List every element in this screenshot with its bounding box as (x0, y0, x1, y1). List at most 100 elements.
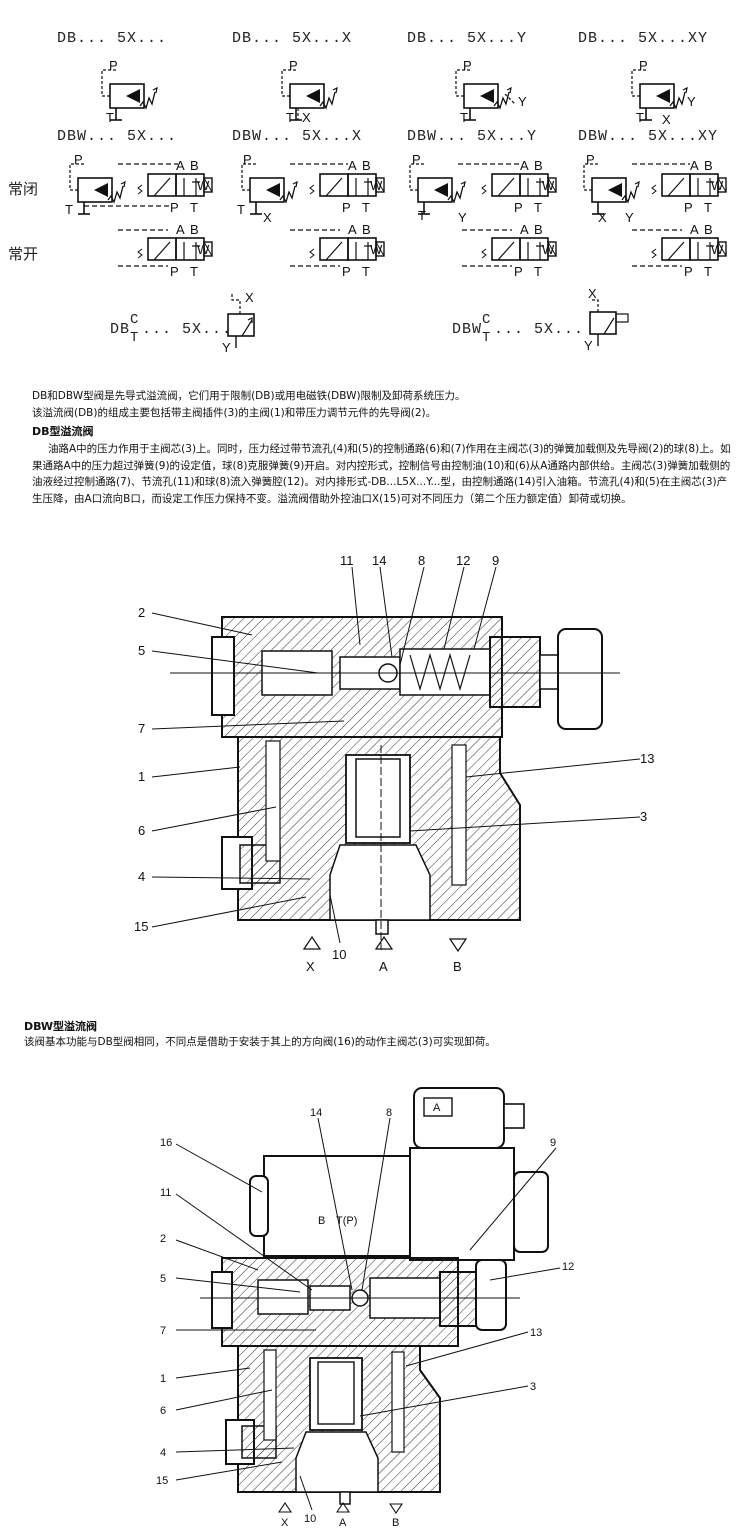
svg-text:W: W (542, 178, 555, 193)
svg-text:B: B (534, 222, 543, 237)
fig2-callout-1: 1 (160, 1373, 166, 1385)
fig2-callout-10: 10 (304, 1513, 316, 1525)
svg-text:X: X (302, 110, 311, 125)
svg-text:P: P (170, 200, 179, 215)
svg-text:P: P (463, 58, 472, 73)
fig2-port-b: B (392, 1517, 399, 1529)
svg-text:T: T (65, 202, 73, 217)
fig2-callout-3: 3 (530, 1381, 536, 1393)
svg-text:B: B (704, 222, 713, 237)
svg-text:T: T (237, 202, 245, 217)
fig1-callout-11: 11 (340, 553, 354, 568)
svg-text:Y: Y (584, 338, 593, 353)
db-body: 油路A中的压力作用于主阀芯(3)上。同时，压力经过带节流孔(4)和(5)的控制通… (32, 443, 731, 505)
svg-text:P: P (74, 152, 83, 167)
symbol-code-dbw-x: DBW... 5X...X (232, 128, 363, 145)
svg-text:T: T (106, 110, 114, 125)
fig2-callout-12: 12 (562, 1261, 574, 1273)
fig1-callout-15: 15 (134, 919, 148, 934)
fig2-callout-14: 14 (310, 1107, 322, 1119)
svg-text:B: B (704, 158, 713, 173)
symbol-code-db-xy: DB... 5X...XY (578, 30, 709, 47)
svg-text:A: A (348, 158, 357, 173)
fig1-callout-3: 3 (640, 809, 647, 824)
svg-text:P: P (514, 264, 523, 279)
svg-text:W: W (370, 178, 383, 193)
svg-text:P: P (514, 200, 523, 215)
svg-text:Y: Y (458, 210, 467, 225)
fig1-port-x: X (306, 959, 315, 974)
fig2-port-tp-label: T(P) (336, 1215, 357, 1227)
svg-text:W: W (542, 242, 555, 257)
svg-text:P: P (243, 152, 252, 167)
fig1-callout-6: 6 (138, 823, 145, 838)
normally-open-label: 常开 (8, 245, 39, 263)
svg-text:W: W (711, 242, 724, 257)
svg-text:P: P (109, 58, 118, 73)
fig1-callout-2: 2 (138, 605, 145, 620)
dbw-section-figure: A B T(P) 14 8 16 (156, 1087, 574, 1529)
svg-text:T: T (534, 200, 542, 215)
svg-text:B: B (362, 222, 371, 237)
svg-text:P: P (289, 58, 298, 73)
svg-text:P: P (684, 264, 693, 279)
fig2-callout-6: 6 (160, 1405, 166, 1417)
svg-text:T: T (534, 264, 542, 279)
svg-text:A: A (176, 222, 185, 237)
svg-text:P: P (586, 152, 595, 167)
fig2-port-a: A (339, 1517, 347, 1529)
svg-text:B: B (362, 158, 371, 173)
svg-text:X: X (245, 290, 254, 305)
fig1-callout-1: 1 (138, 769, 145, 784)
svg-text:A: A (690, 222, 699, 237)
svg-text:P: P (342, 264, 351, 279)
fig1-callout-5: 5 (138, 643, 145, 658)
svg-text:T: T (636, 110, 644, 125)
svg-text:T: T (704, 264, 712, 279)
db-section-figure: 11 14 8 12 9 2 5 7 1 13 6 3 4 15 10 X A … (134, 553, 654, 974)
fig1-callout-8: 8 (418, 553, 425, 568)
fig1-callout-12: 12 (456, 553, 470, 568)
description-line-2: 该溢流阀(DB)的组成主要包括带主阀插件(3)的主阀(1)和带压力调节元件的先导… (32, 407, 437, 419)
svg-text:Y: Y (222, 340, 231, 355)
svg-text:Y: Y (687, 94, 696, 109)
svg-text:Y: Y (518, 94, 527, 109)
symbol-code-db: DB... 5X... (57, 30, 168, 47)
description-line-1: DB和DBW型阀是先导式溢流阀，它们用于限制(DB)或用电磁铁(DBW)限制及卸… (32, 390, 466, 402)
svg-text:X: X (588, 286, 597, 301)
fig2-callout-4: 4 (160, 1447, 166, 1459)
symbol-code-db-y: DB... 5X...Y (407, 30, 528, 47)
svg-text:T: T (362, 264, 370, 279)
fig2-callout-13: 13 (530, 1327, 542, 1339)
fig1-callout-14: 14 (372, 553, 386, 568)
svg-text:T: T (418, 208, 426, 223)
fig2-callout-15: 15 (156, 1475, 168, 1487)
svg-text:X: X (263, 210, 272, 225)
svg-text:W: W (197, 242, 210, 257)
symbol-code-dbw-y: DBW... 5X...Y (407, 128, 538, 145)
svg-text:Y: Y (625, 210, 634, 225)
svg-text:P: P (684, 200, 693, 215)
svg-text:P: P (412, 152, 421, 167)
fig2-callout-2: 2 (160, 1233, 166, 1245)
svg-text:X: X (662, 112, 671, 127)
symbol-code-dbw: DBW... 5X... (57, 128, 178, 145)
svg-text:T: T (190, 264, 198, 279)
fig1-callout-10: 10 (332, 947, 346, 962)
svg-text:A: A (520, 222, 529, 237)
svg-text:W: W (711, 178, 724, 193)
svg-text:A: A (690, 158, 699, 173)
svg-text:A: A (348, 222, 357, 237)
svg-text:T: T (362, 200, 370, 215)
fig2-solenoid-a: A (433, 1102, 441, 1114)
svg-text:T: T (190, 200, 198, 215)
dbw-heading: DBW型溢流阀 (24, 1020, 98, 1033)
svg-text:T: T (460, 110, 468, 125)
fig2-callout-11: 11 (160, 1187, 171, 1199)
fig2-port-x: X (281, 1517, 289, 1529)
fig2-callout-9: 9 (550, 1137, 556, 1149)
svg-text:T: T (704, 200, 712, 215)
normally-closed-label: 常闭 (8, 180, 39, 198)
